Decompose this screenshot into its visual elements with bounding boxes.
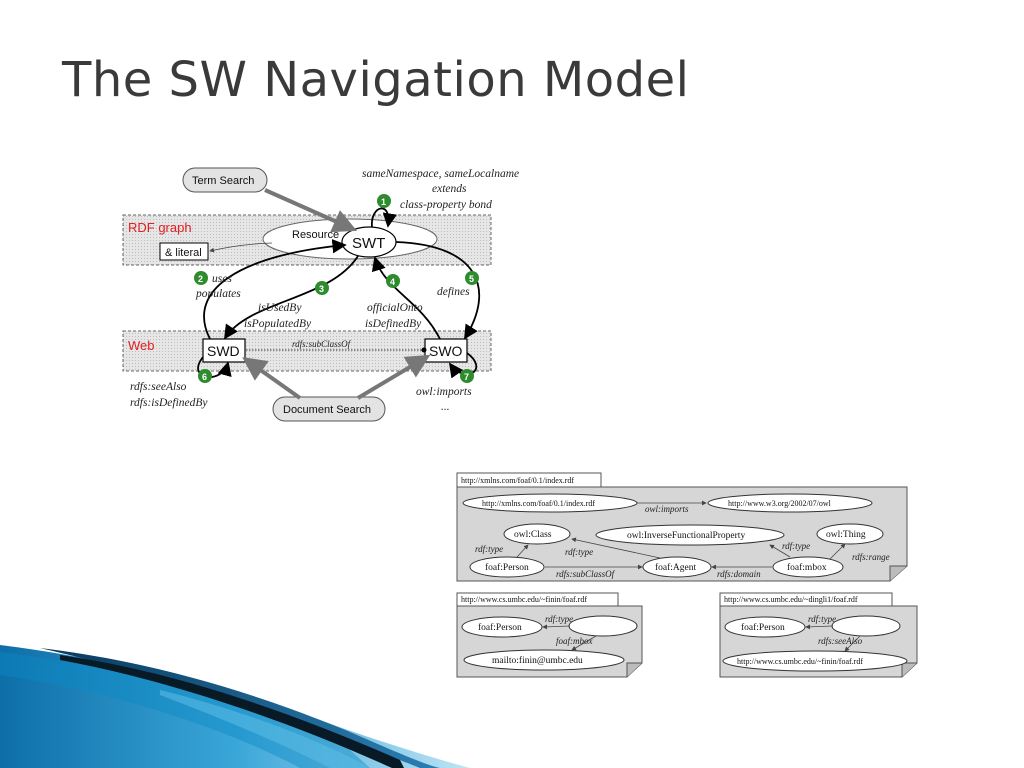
edge6-label-line2: rdfs:isDefinedBy	[130, 397, 208, 409]
badge-4: 4	[386, 274, 400, 288]
svg-text:owl:imports: owl:imports	[645, 504, 689, 514]
finin-node-blank	[568, 615, 638, 637]
svg-text:rdf:type: rdf:type	[565, 547, 593, 557]
svg-text:foaf:Agent: foaf:Agent	[655, 562, 697, 573]
node-foaf-agent	[642, 556, 712, 578]
svg-text:http://www.w3.org/2002/07/owl: http://www.w3.org/2002/07/owl	[728, 499, 832, 508]
svg-text:foaf:Person: foaf:Person	[741, 622, 785, 633]
edge4-label-line2: isDefinedBy	[365, 318, 422, 330]
ellipsis-label: ...	[441, 401, 450, 413]
svg-text:rdfs:range: rdfs:range	[852, 552, 890, 562]
svg-text:mailto:finin@umbc.edu: mailto:finin@umbc.edu	[492, 655, 583, 666]
finin-node-person	[461, 616, 543, 638]
badge-6: 6	[198, 369, 212, 383]
svg-text:rdf:type: rdf:type	[475, 544, 503, 554]
edge2-label-line2: populates	[195, 288, 241, 300]
finin-foaf-graph: http://www.cs.umbc.edu/~finin/foaf.rdf f…	[456, 592, 643, 678]
edge1-label-line1: sameNamespace, sameLocalname	[362, 168, 519, 180]
badge-2: 2	[194, 271, 208, 285]
subclassof-edge-label: rdfs:subClassOf	[292, 339, 352, 349]
edge4-label-line1: officialOnto	[367, 302, 423, 314]
svg-text:http://xmlns.com/foaf/0.1/inde: http://xmlns.com/foaf/0.1/index.rdf	[482, 499, 595, 508]
svg-text:5: 5	[469, 274, 474, 284]
dingli-tab	[719, 592, 893, 607]
finin-node-mailto	[463, 649, 625, 671]
svg-text:foaf:mbox: foaf:mbox	[556, 636, 593, 646]
edge7-label-line1: owl:imports	[416, 386, 472, 398]
badge-3: 3	[315, 281, 329, 295]
node-owl-ns	[707, 493, 873, 513]
term-search-label: Term Search	[192, 175, 254, 187]
svg-text:owl:Class: owl:Class	[514, 530, 552, 540]
svg-text:rdf:type: rdf:type	[545, 614, 573, 624]
svg-text:rdfs:domain: rdfs:domain	[717, 569, 761, 579]
decorative-wave	[0, 645, 470, 768]
node-foaf-mbox	[772, 556, 844, 578]
finin-tab-text: http://www.cs.umbc.edu/~finin/foaf.rdf	[461, 595, 587, 604]
foaf-index-tab	[456, 472, 602, 488]
svg-text:http://www.cs.umbc.edu/~finin/: http://www.cs.umbc.edu/~finin/foaf.rdf	[737, 657, 863, 666]
svg-text:1: 1	[381, 197, 386, 207]
dingli-node-person	[724, 616, 806, 638]
badge-7: 7	[460, 369, 474, 383]
node-owl-class	[503, 523, 571, 545]
resource-label: Resource	[292, 229, 339, 241]
slide-title: The SW Navigation Model	[62, 52, 690, 108]
svg-text:2: 2	[198, 274, 203, 284]
rdf-graph-label: RDF graph	[128, 220, 192, 235]
swt-label: SWT	[352, 235, 385, 252]
node-owl-thing	[816, 523, 884, 545]
svg-text:owl:InverseFunctionalProperty: owl:InverseFunctionalProperty	[627, 531, 745, 541]
edge1-label-line3: class-property bond	[400, 199, 492, 211]
svg-text:foaf:Person: foaf:Person	[478, 622, 522, 633]
edge6-label-line1: rdfs:seeAlso	[130, 381, 187, 393]
node-foaf-person	[469, 556, 545, 578]
dingli-foaf-graph: http://www.cs.umbc.edu/~dingli1/foaf.rdf…	[719, 592, 918, 678]
edge1-label-line2: extends	[432, 183, 467, 195]
navigation-model-diagram: RDF graph Web Resource & literal SWT SWD…	[122, 167, 519, 422]
node-owl-ifp	[595, 524, 785, 546]
dingli-node-blank	[831, 615, 901, 637]
foaf-index-tab-text: http://xmlns.com/foaf/0.1/index.rdf	[461, 476, 574, 485]
svg-text:rdfs:subClassOf: rdfs:subClassOf	[556, 569, 616, 579]
svg-text:4: 4	[390, 277, 395, 287]
svg-text:rdf:type: rdf:type	[782, 541, 810, 551]
badge-1: 1	[377, 194, 391, 208]
web-label: Web	[128, 338, 155, 353]
svg-text:6: 6	[202, 372, 207, 382]
svg-text:rdfs:seeAlso: rdfs:seeAlso	[818, 636, 863, 646]
svg-text:rdf:type: rdf:type	[808, 614, 836, 624]
edge5-label-line1: defines	[437, 286, 470, 298]
svg-text:foaf:Person: foaf:Person	[485, 562, 529, 573]
foaf-index-graph: http://xmlns.com/foaf/0.1/index.rdf http…	[456, 472, 908, 582]
badge-5: 5	[465, 271, 479, 285]
edge3-label-line2: isPopulatedBy	[244, 318, 312, 330]
document-search-label: Document Search	[283, 404, 371, 416]
edge3-label-line1: isUsedBy	[258, 302, 302, 314]
dingli-tab-text: http://www.cs.umbc.edu/~dingli1/foaf.rdf	[724, 595, 858, 604]
finin-tab	[456, 592, 619, 607]
dingli-node-finin-url	[722, 650, 908, 672]
edge2-label-line1: uses	[212, 273, 232, 285]
svg-text:owl:Thing: owl:Thing	[826, 530, 866, 540]
svg-text:foaf:mbox: foaf:mbox	[787, 562, 827, 573]
svg-text:3: 3	[319, 284, 324, 294]
term-search-node[interactable]	[182, 167, 268, 193]
document-search-node[interactable]	[272, 396, 386, 422]
literal-label: & literal	[165, 247, 202, 259]
literal-box	[159, 242, 209, 261]
swo-label: SWO	[429, 343, 463, 359]
swd-label: SWD	[207, 343, 240, 359]
svg-text:7: 7	[464, 372, 469, 382]
